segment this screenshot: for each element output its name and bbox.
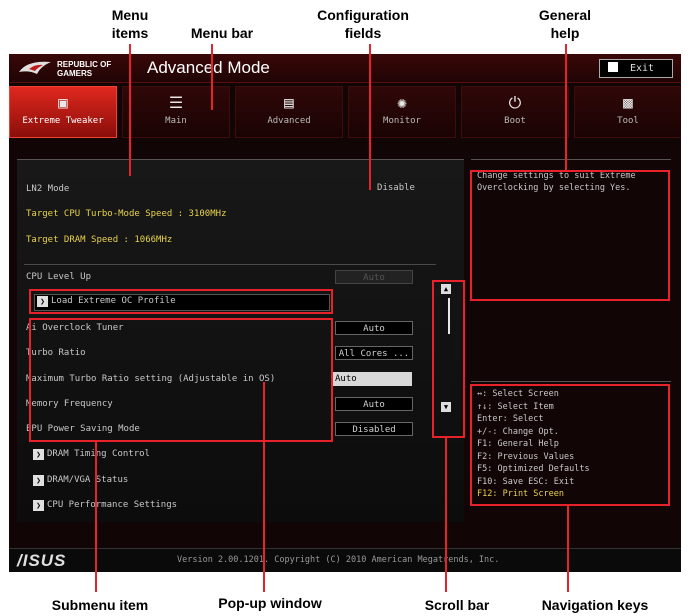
rog-eye-icon: [19, 61, 51, 74]
epu-power-saving-label: EPU Power Saving Mode: [26, 424, 140, 434]
exit-button[interactable]: Exit: [599, 59, 673, 78]
dram-vga-status[interactable]: ❯DRAM/VGA Status: [33, 475, 128, 486]
target-cpu-turbo-speed: Target CPU Turbo-Mode Speed : 3100MHz: [26, 209, 227, 219]
nav-key: Enter: Select: [477, 414, 544, 424]
tab-main[interactable]: ☰Main: [122, 86, 230, 138]
max-turbo-ratio-label: Maximum Turbo Ratio setting (Adjustable …: [26, 374, 276, 384]
nav-key: F2: Previous Values: [477, 451, 575, 462]
tab-advanced[interactable]: ▤Advanced: [235, 86, 343, 138]
load-extreme-oc-profile[interactable]: ❯Load Extreme OC Profile: [37, 296, 176, 307]
power-icon: ⏻: [508, 93, 522, 112]
chevron-right-icon: ❯: [33, 449, 44, 460]
general-help-highlight-box: [470, 170, 670, 301]
cpu-performance-settings[interactable]: ❯CPU Performance Settings: [33, 500, 177, 511]
callout-navigation-keys: Navigation keys: [541, 597, 649, 613]
nav-key: F5: Optimized Defaults: [477, 464, 590, 474]
version-text: Version 2.00.1201. Copyright (C) 2010 Am…: [177, 555, 500, 565]
target-dram-speed: Target DRAM Speed : 1066MHz: [26, 235, 173, 245]
memory-frequency-label: Memory Frequency: [26, 399, 113, 409]
epu-power-saving-value[interactable]: Disabled: [335, 422, 413, 436]
scroll-bar-highlight-box: [432, 280, 465, 438]
nav-key: ↑↓: Select Item: [477, 401, 554, 412]
scroll-up-icon[interactable]: ▲: [441, 284, 451, 294]
callout-configuration-fields: Configuration fields: [317, 7, 409, 41]
navigation-keys-panel: ↔: Select Screen ↑↓: Select Item Enter: …: [471, 381, 671, 512]
tab-extreme-tweaker[interactable]: ▣Extreme Tweaker: [9, 86, 117, 138]
ln2-mode-value[interactable]: Disable: [377, 183, 415, 193]
settings-panel-icon: ▤: [284, 93, 294, 112]
mode-title: Advanced Mode: [147, 58, 270, 77]
general-help-panel: Change settings to suit Extreme Overcloc…: [471, 159, 671, 370]
turbo-ratio-value[interactable]: All Cores ...: [335, 346, 413, 360]
help-text: Change settings to suit Extreme Overcloc…: [477, 171, 636, 193]
chevron-right-icon: ❯: [37, 296, 48, 307]
callout-popup-window: Pop-up window: [218, 595, 322, 611]
callout-menu-items: Menu items: [111, 7, 149, 41]
rog-logo: REPUBLIC OF GAMERS: [17, 58, 135, 78]
navigation-keys-highlight-box: [470, 384, 670, 506]
submenu-items-highlight-box: [29, 318, 333, 442]
callout-submenu-item: Submenu item: [51, 597, 149, 613]
chevron-right-icon: ❯: [33, 500, 44, 511]
header-bar: REPUBLIC OF GAMERS Advanced Mode Exit: [9, 54, 681, 83]
callout-scroll-bar: Scroll bar: [424, 597, 490, 613]
ai-overclock-tuner-label: Ai Overclock Tuner: [26, 323, 124, 333]
nav-key: F12: Print Screen: [477, 489, 564, 499]
nav-key: F1: General Help: [477, 439, 559, 449]
scrollbar[interactable]: ▲ ▼: [441, 282, 451, 414]
footer-bar: /ISUS Version 2.00.1201. Copyright (C) 2…: [9, 548, 681, 572]
menu-items-highlight-box: [29, 289, 333, 314]
chip-icon: ▣: [58, 93, 68, 112]
cpu-level-up-value: Auto: [335, 270, 413, 284]
nav-key: ↔: Select Screen: [477, 389, 559, 399]
rog-logo-text: REPUBLIC OF GAMERS: [57, 60, 112, 78]
list-icon: ☰: [168, 93, 184, 112]
memory-frequency-value[interactable]: Auto: [335, 397, 413, 411]
callout-general-help: General help: [538, 7, 592, 41]
max-turbo-ratio-value[interactable]: Auto: [332, 372, 412, 386]
ln2-mode-label: LN2 Mode: [26, 184, 70, 194]
nav-key: F10: Save ESC: Exit: [477, 476, 575, 487]
printer-tool-icon: ▩: [623, 93, 633, 112]
fan-monitor-icon: ✺: [397, 93, 407, 112]
scroll-down-icon[interactable]: ▼: [441, 402, 451, 412]
separator: [24, 264, 436, 265]
asus-logo: /ISUS: [17, 551, 67, 570]
exit-door-icon: [608, 62, 618, 72]
configuration-panel: [17, 159, 464, 522]
chevron-right-icon: ❯: [33, 475, 44, 486]
ai-overclock-tuner-value[interactable]: Auto: [335, 321, 413, 335]
scroll-thumb[interactable]: [448, 298, 450, 334]
tab-tool[interactable]: ▩Tool: [574, 86, 681, 138]
menu-bar: ▣Extreme Tweaker ☰Main ▤Advanced ✺Monito…: [9, 86, 681, 140]
nav-key: +/-: Change Opt.: [477, 426, 559, 437]
tab-boot[interactable]: ⏻Boot: [461, 86, 569, 138]
load-extreme-oc-bar[interactable]: [34, 294, 330, 311]
dram-timing-control[interactable]: ❯DRAM Timing Control: [33, 449, 150, 460]
callout-menu-bar: Menu bar: [190, 25, 254, 41]
tab-monitor[interactable]: ✺Monitor: [348, 86, 456, 138]
cpu-level-up-label: CPU Level Up: [26, 272, 92, 282]
turbo-ratio-label: Turbo Ratio: [26, 348, 86, 358]
